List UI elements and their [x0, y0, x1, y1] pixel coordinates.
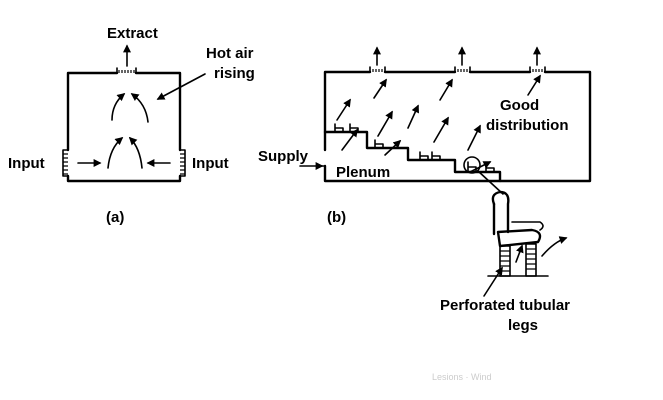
perforated-leg-left [499, 245, 511, 277]
caption-a: (a) [106, 209, 124, 226]
detail-chair [483, 190, 568, 297]
good-distribution-label: Good distribution [486, 97, 569, 134]
stepped-floor [323, 130, 502, 183]
rising-air-upper-left [111, 92, 126, 121]
panel-a: Extract Input Input Hot air rising (a) [8, 25, 258, 226]
room-a-outline [66, 71, 182, 183]
callout-leader [477, 170, 504, 195]
perforated-leader [483, 266, 503, 297]
ceiling-extract-2 [454, 46, 471, 73]
leg-airflow-right [541, 236, 568, 257]
right-input-grille [179, 149, 186, 177]
room-airflow-4 [384, 139, 402, 156]
rising-air-upper-right [130, 93, 149, 123]
chair-back [491, 190, 510, 234]
room-airflow-2 [341, 128, 358, 151]
room-b-outline [323, 70, 592, 183]
perforated-leg-right [525, 243, 537, 277]
rising-air-lower-right [128, 136, 143, 169]
hot-air-label: Hot air rising [206, 45, 258, 82]
room-airflow-6 [433, 116, 449, 143]
input-left-label: Input [8, 155, 45, 172]
extract-label: Extract [107, 25, 158, 42]
extract-vent [116, 44, 137, 74]
room-airflow-8 [467, 124, 481, 151]
room-airflow-5 [407, 104, 419, 129]
room-airflow-10 [527, 74, 541, 96]
room-airflow-9 [469, 161, 492, 173]
chair-armrest [511, 221, 544, 231]
supply-label: Supply [258, 148, 309, 165]
detail-callout-circle [463, 156, 481, 174]
caption-b: (b) [327, 209, 346, 226]
perforated-legs-label: Perforated tubular legs [440, 297, 574, 334]
ceiling-extract-1 [369, 46, 386, 73]
plenum-label: Plenum [336, 164, 390, 181]
room-airflow-7 [439, 78, 453, 101]
input-right-label: Input [192, 155, 229, 172]
rising-air-lower-left [107, 136, 124, 169]
hot-air-leader [156, 73, 206, 100]
chair-seat [496, 228, 542, 248]
seats-tier-4 [463, 156, 495, 174]
room-airflow-3 [377, 110, 393, 137]
room-airflow-1 [336, 98, 351, 121]
leg-airflow-left [515, 244, 524, 263]
panel-b: Supply Plenum Good distribution (b) [258, 46, 592, 334]
room-airflow-11 [373, 78, 387, 99]
ceiling-extract-3 [529, 46, 546, 73]
seats-tier-3 [419, 151, 441, 161]
seats-tier-2 [374, 139, 384, 149]
left-input-grille [62, 149, 69, 177]
footer-faint-text: Lesions · Wind [432, 372, 492, 382]
